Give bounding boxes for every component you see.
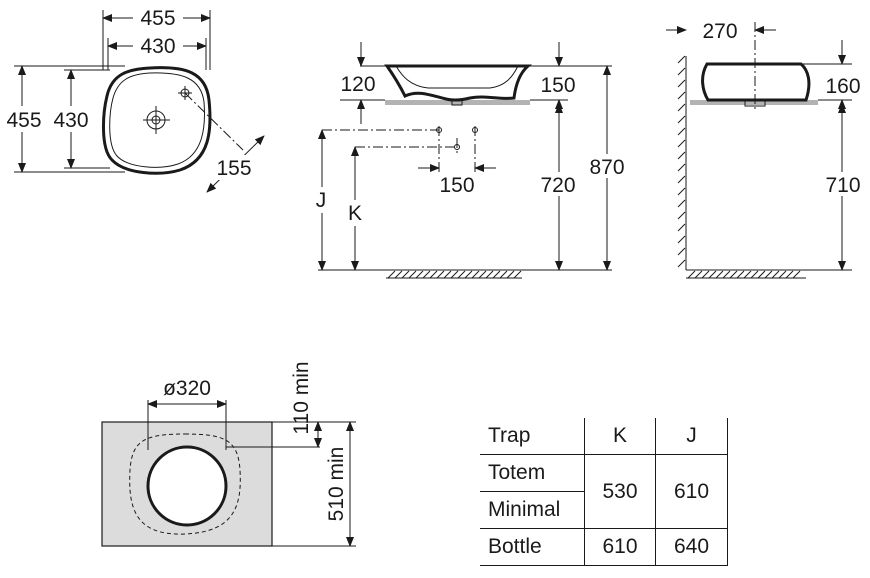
trap-spacing-label: 150 bbox=[439, 174, 474, 197]
outer-depth-label: 455 bbox=[6, 109, 41, 132]
cutout-depth-min-label: 510 min bbox=[325, 447, 348, 522]
cutout-plan: ø320 110 min 510 min bbox=[101, 361, 356, 547]
side-mount-height-label: 710 bbox=[825, 174, 860, 197]
cutout-back-min-label: 110 min bbox=[290, 361, 313, 434]
inner-depth-label: 430 bbox=[53, 109, 88, 132]
row-name-totem: Totem bbox=[480, 454, 585, 492]
trap-table-header: Trap K J bbox=[480, 418, 728, 455]
mount-height-label: 720 bbox=[540, 174, 575, 197]
trap-k-label: K bbox=[348, 202, 362, 225]
top-view: 455 430 455 430 155 bbox=[2, 6, 265, 193]
header-trap: Trap bbox=[480, 418, 585, 455]
row-j-bottle: 640 bbox=[655, 528, 728, 566]
side-view: 270 160 710 bbox=[666, 18, 866, 279]
side-depth-label: 270 bbox=[702, 20, 737, 43]
row-j-totem-minimal: 610 bbox=[655, 454, 728, 529]
table-row: Totem 530 610 bbox=[480, 454, 728, 529]
row-name-bottle: Bottle bbox=[480, 528, 585, 566]
table-row: Minimal bbox=[480, 491, 728, 529]
total-height-label: 870 bbox=[589, 156, 624, 179]
header-j: J bbox=[655, 418, 728, 455]
front-view: 120 150 720 870 bbox=[310, 42, 631, 279]
body-height-label: 150 bbox=[540, 74, 575, 97]
trap-j-label: J bbox=[316, 189, 327, 212]
outer-width-label: 455 bbox=[140, 7, 175, 30]
cutout-diameter-label: ø320 bbox=[163, 377, 211, 400]
inner-width-label: 430 bbox=[140, 35, 175, 58]
row-k-totem-minimal: 530 bbox=[584, 454, 656, 529]
header-k: K bbox=[584, 418, 656, 455]
trap-table: Trap K J Totem 530 610 Minimal Bottle 61… bbox=[480, 418, 728, 566]
rim-height-label: 120 bbox=[340, 73, 375, 96]
side-height-label: 160 bbox=[825, 75, 860, 98]
row-name-minimal: Minimal bbox=[480, 491, 585, 529]
row-k-bottle: 610 bbox=[584, 528, 656, 566]
tap-offset-label: 155 bbox=[216, 157, 251, 180]
table-row: Bottle 610 640 bbox=[480, 528, 728, 566]
